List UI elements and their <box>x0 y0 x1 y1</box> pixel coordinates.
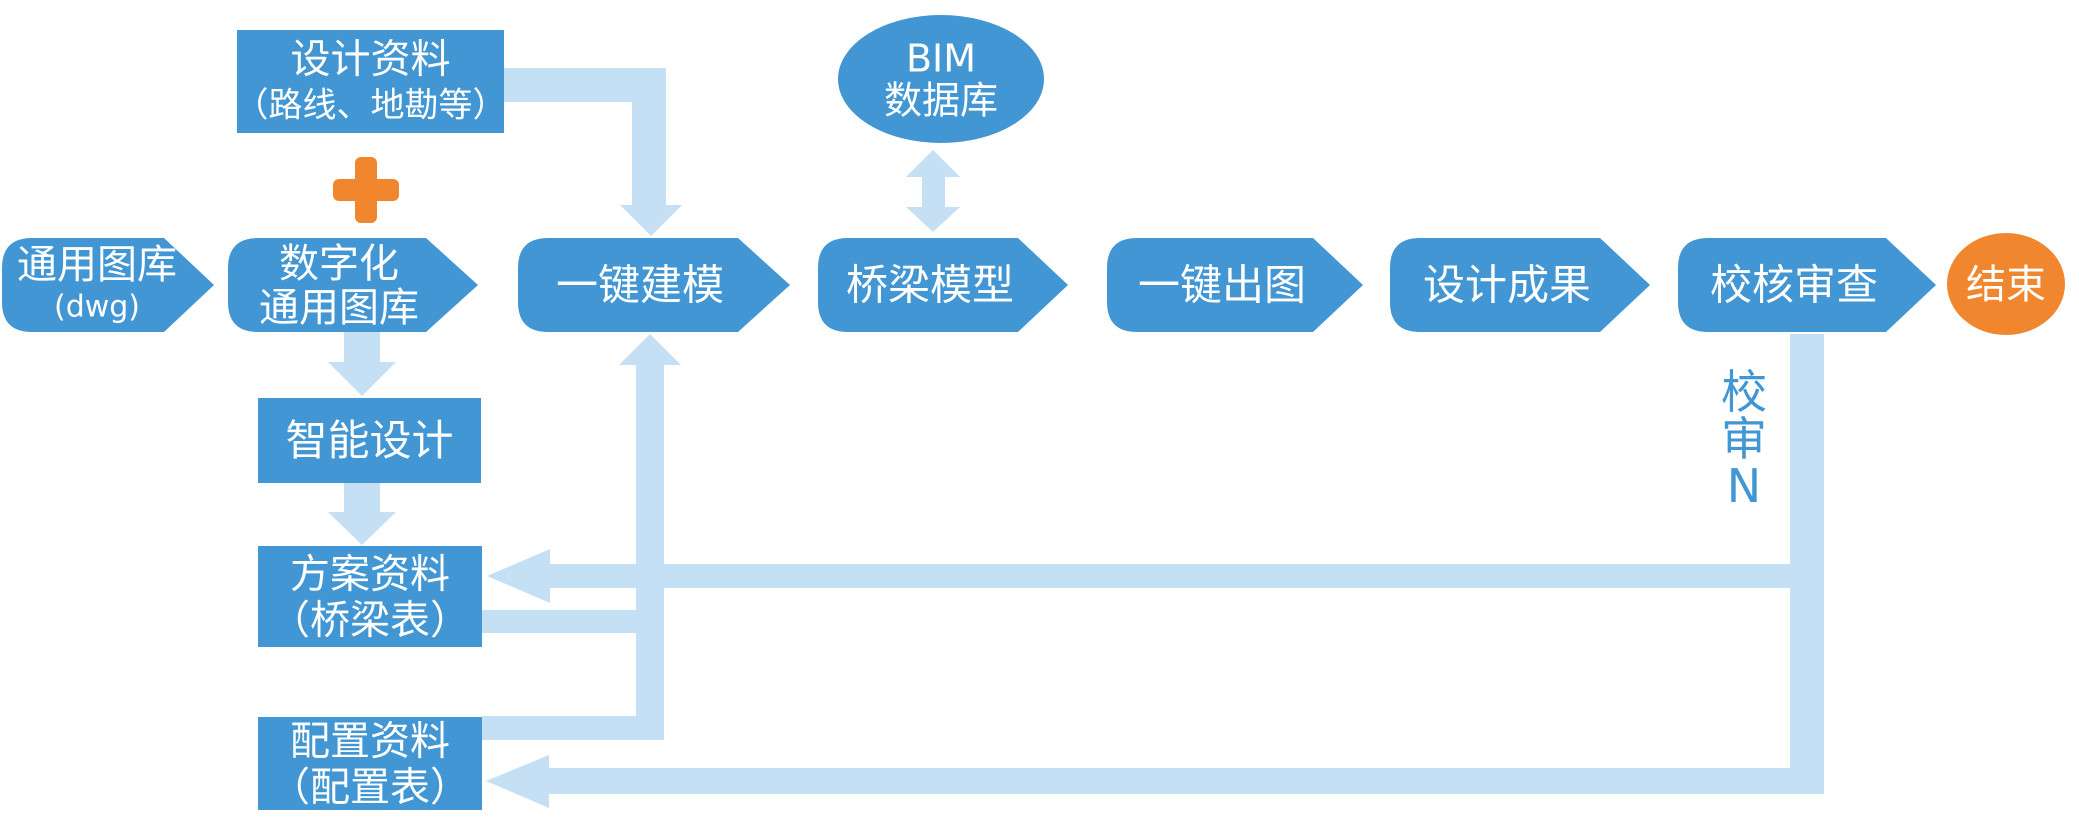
connector-tables-to-modeling <box>482 334 681 740</box>
node-bridge-model <box>818 238 1068 332</box>
connector-digital-to-smart-design <box>328 332 396 396</box>
review-iteration-label-char-1: 审 <box>1721 412 1767 466</box>
connector-bim-bridge-double-arrow <box>906 150 960 232</box>
node-smart-design-label: 智能设计 <box>285 416 453 465</box>
plus-icon <box>333 157 399 223</box>
review-iteration-label-char-2: N <box>1727 459 1761 513</box>
node-design-results-label: 设计成果 <box>1423 261 1591 310</box>
review-iteration-label-char-0: 校 <box>1721 365 1767 419</box>
node-smart-design <box>258 398 481 483</box>
node-one-key-drawing-label: 一键出图 <box>1138 261 1306 310</box>
connector-review-to-scheme <box>487 549 1824 603</box>
node-digital-general-library <box>228 238 478 332</box>
node-config-data-label: 配置资料（配置表） <box>270 719 470 811</box>
node-end <box>1947 233 2065 335</box>
node-smart-design-line-0: 智能设计 <box>285 416 453 465</box>
node-review-check-label: 校核审查 <box>1710 261 1878 310</box>
node-general-library-label: 通用图库(dwg) <box>17 242 177 325</box>
node-review-check-line-0: 校核审查 <box>1710 261 1878 310</box>
node-scheme-data-line-1: （桥梁表） <box>270 598 470 644</box>
node-digital-general-library-line-0: 数字化 <box>279 241 399 287</box>
node-scheme-data <box>258 546 482 647</box>
node-general-library-line-1: (dwg) <box>54 290 140 325</box>
node-design-results-line-0: 设计成果 <box>1423 261 1591 310</box>
node-bim-database <box>838 15 1044 143</box>
connector-smart-design-to-scheme <box>328 483 396 545</box>
node-end-line-0: 结束 <box>1966 262 2046 308</box>
node-config-data <box>258 717 482 810</box>
node-general-library <box>2 238 214 332</box>
node-bim-database-line-1: 数据库 <box>884 78 998 122</box>
node-design-data-line-1: （路线、地勘等） <box>235 85 507 125</box>
node-bim-database-line-0: BIM <box>906 36 976 80</box>
node-scheme-data-label: 方案资料（桥梁表） <box>270 552 470 644</box>
node-bridge-model-label: 桥梁模型 <box>846 261 1014 310</box>
node-design-data <box>237 30 504 133</box>
node-one-key-modeling <box>518 238 790 332</box>
node-one-key-modeling-line-0: 一键建模 <box>556 261 724 310</box>
node-end-label: 结束 <box>1966 262 2046 308</box>
node-bridge-model-line-0: 桥梁模型 <box>846 261 1014 310</box>
node-review-check <box>1678 238 1936 332</box>
node-design-results <box>1390 238 1650 332</box>
node-design-data-line-0: 设计资料 <box>291 37 451 83</box>
node-general-library-line-0: 通用图库 <box>17 242 177 288</box>
node-digital-general-library-line-1: 通用图库 <box>259 285 419 331</box>
node-one-key-drawing-line-0: 一键出图 <box>1138 261 1306 310</box>
node-config-data-line-0: 配置资料 <box>290 719 450 765</box>
node-design-data-label: 设计资料（路线、地勘等） <box>235 37 507 126</box>
node-one-key-drawing <box>1107 238 1363 332</box>
connector-design-data-to-modeling <box>504 68 682 236</box>
node-config-data-line-1: （配置表） <box>270 765 470 811</box>
node-one-key-modeling-label: 一键建模 <box>556 261 724 310</box>
plus-icon-v-bar <box>355 157 377 223</box>
node-digital-general-library-label: 数字化通用图库 <box>259 241 419 331</box>
node-scheme-data-line-0: 方案资料 <box>290 552 450 598</box>
